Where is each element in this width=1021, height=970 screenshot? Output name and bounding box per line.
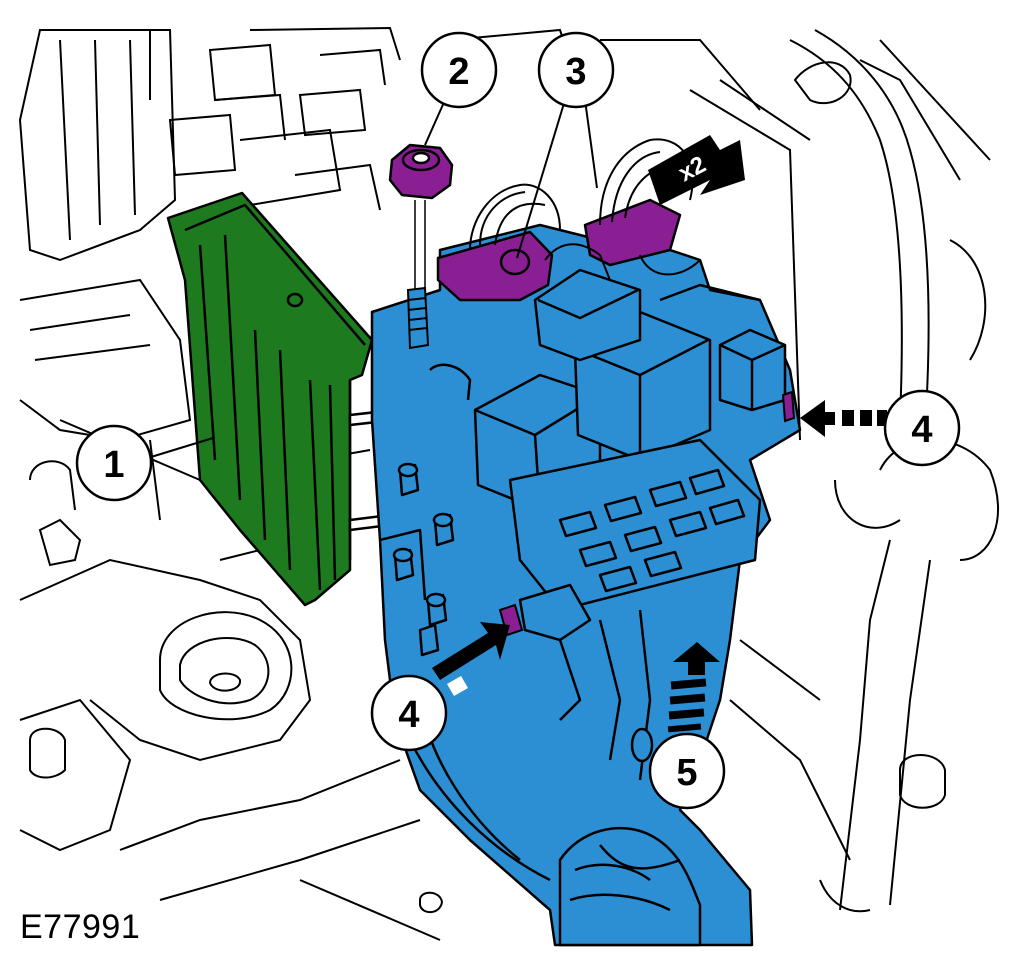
- direction-arrow-4-right: [800, 400, 887, 437]
- direction-arrow-4-left: [432, 622, 510, 696]
- callout-3: 3: [537, 31, 615, 109]
- callout-4-right: 4: [883, 389, 961, 467]
- callout-1: 1: [75, 424, 153, 502]
- callout-5: 5: [648, 732, 726, 810]
- callout-2-label: 2: [448, 51, 469, 93]
- mounting-stud: [406, 286, 430, 350]
- callout-4-right-label: 4: [911, 409, 932, 451]
- control-module: [166, 191, 397, 607]
- figure-id: E77991: [20, 908, 141, 946]
- callout-2: 2: [420, 31, 498, 109]
- direction-arrow-5: [667, 642, 720, 733]
- callout-1-label: 1: [103, 444, 124, 486]
- quantity-arrow: x2: [648, 135, 745, 205]
- leader-lines: [150, 99, 598, 458]
- callout-4-left-label: 4: [398, 694, 419, 736]
- callout-3-label: 3: [565, 51, 586, 93]
- locking-clip-right: [781, 390, 796, 423]
- callout-5-label: 5: [676, 752, 697, 794]
- fuse-box: [370, 223, 802, 947]
- retaining-nut: [388, 143, 454, 290]
- callout-4-left: 4: [370, 674, 448, 752]
